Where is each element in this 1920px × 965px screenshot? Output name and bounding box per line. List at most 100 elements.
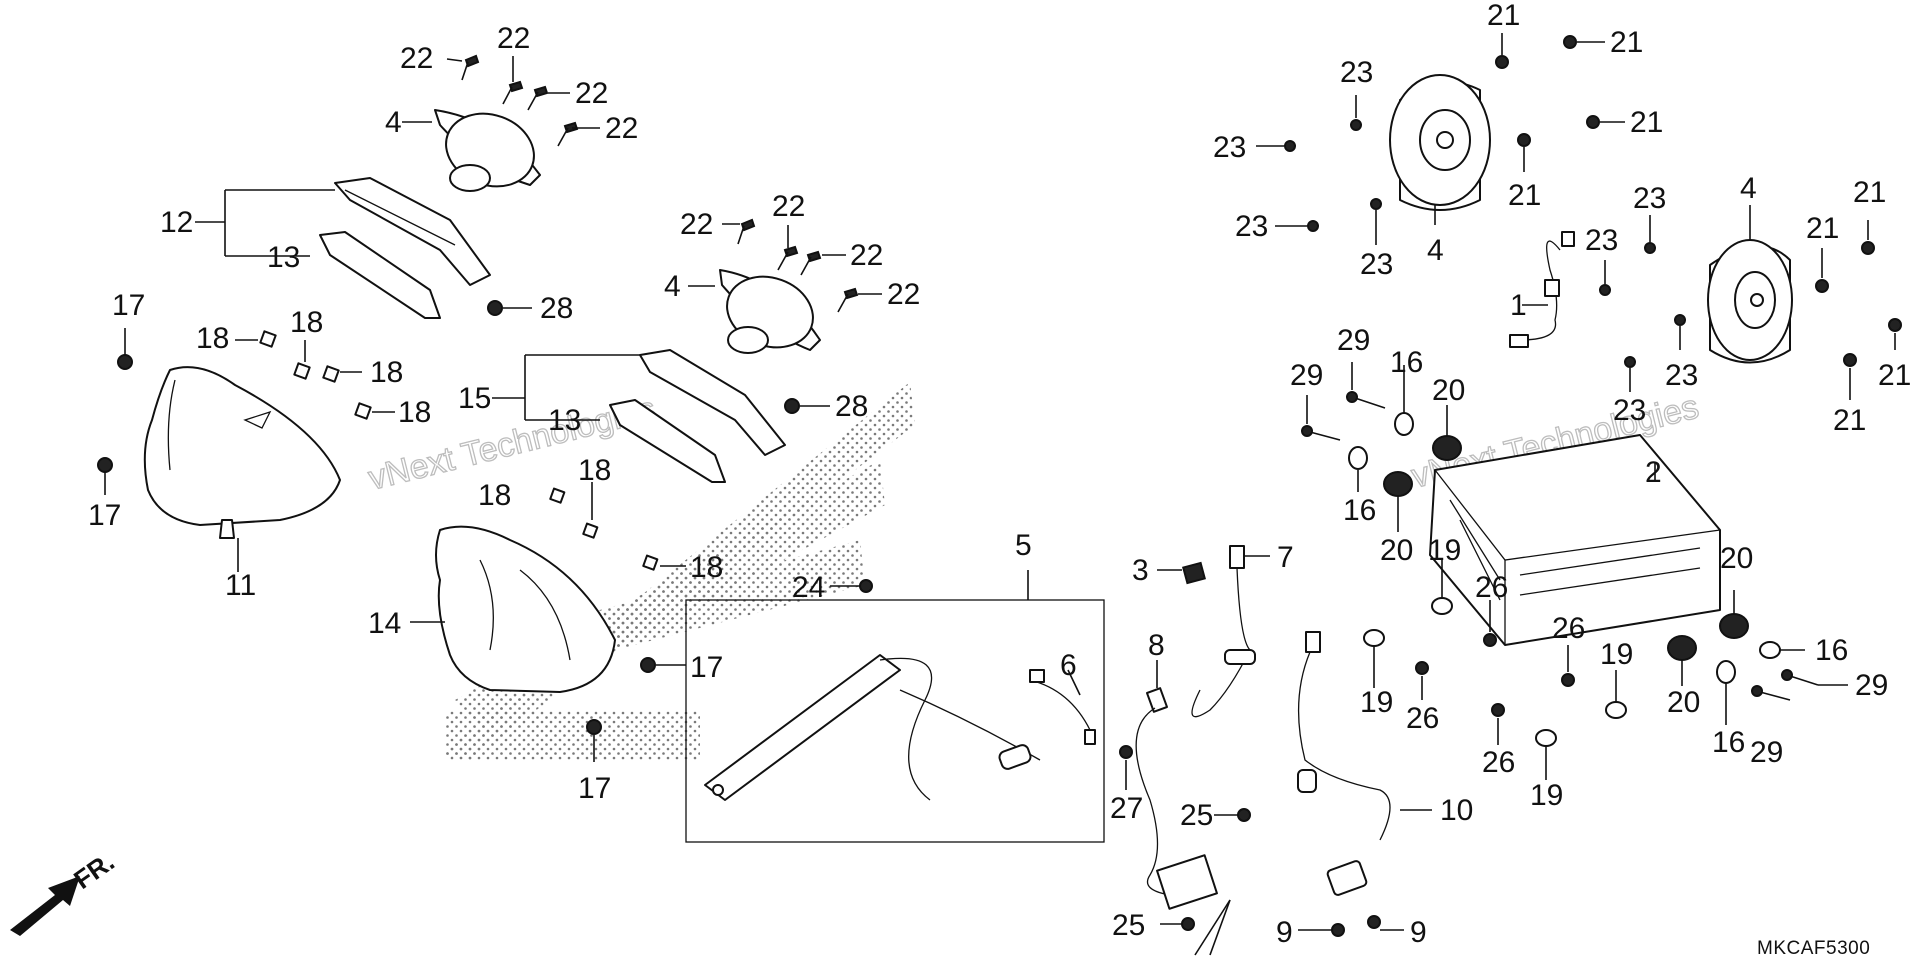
label-15: 15 xyxy=(458,382,491,415)
label-19d: 19 xyxy=(1530,779,1563,812)
label-22b: 22 xyxy=(497,22,530,55)
label-17d: 17 xyxy=(578,772,611,805)
fastener-28-middle xyxy=(784,398,830,414)
bolts-22-middle xyxy=(722,218,882,313)
screws-17-lower xyxy=(586,657,686,762)
label-28a: 28 xyxy=(540,292,573,325)
grommets-23 xyxy=(1256,95,1686,392)
label-17c: 17 xyxy=(690,651,723,684)
label-7: 7 xyxy=(1277,541,1294,574)
label-19a: 19 xyxy=(1428,534,1461,567)
label-22c: 22 xyxy=(575,77,608,110)
label-20d: 20 xyxy=(1667,686,1700,719)
label-20a: 20 xyxy=(1432,374,1465,407)
cover-14 xyxy=(410,525,616,693)
label-23h: 23 xyxy=(1613,394,1646,427)
clips-18-upper xyxy=(235,330,395,420)
label-23g: 23 xyxy=(1665,359,1698,392)
label-18b: 18 xyxy=(290,306,323,339)
label-22e: 22 xyxy=(680,208,713,241)
label-13b: 13 xyxy=(548,404,581,437)
screw-27 xyxy=(1119,745,1133,790)
label-8: 8 xyxy=(1148,629,1165,662)
harness-8 xyxy=(1135,660,1171,896)
label-23a: 23 xyxy=(1340,56,1373,89)
label-26b: 26 xyxy=(1406,702,1439,735)
label-4d: 4 xyxy=(1740,172,1757,205)
label-6: 6 xyxy=(1060,649,1077,682)
label-20b: 20 xyxy=(1380,534,1413,567)
label-22a: 22 xyxy=(400,42,433,75)
label-22f: 22 xyxy=(772,190,805,223)
label-23f: 23 xyxy=(1585,224,1618,257)
diagram-code: MKCAF5300 xyxy=(1757,938,1870,959)
collars-19 xyxy=(1363,560,1627,780)
bolts-29 xyxy=(1301,362,1848,701)
label-14: 14 xyxy=(368,607,401,640)
label-21g: 21 xyxy=(1833,404,1866,437)
label-18f: 18 xyxy=(578,454,611,487)
middle-speaker-4 xyxy=(688,269,821,354)
label-21f: 21 xyxy=(1853,176,1886,209)
label-19b: 19 xyxy=(1360,686,1393,719)
label-22d: 22 xyxy=(605,112,638,145)
label-18d: 18 xyxy=(398,396,431,429)
audio-unit-2 xyxy=(1429,434,1721,646)
nuts-21 xyxy=(1495,33,1902,400)
label-12: 12 xyxy=(160,206,193,239)
label-16c: 16 xyxy=(1815,634,1848,667)
label-29b: 29 xyxy=(1290,359,1323,392)
label-17a: 17 xyxy=(112,289,145,322)
label-22g: 22 xyxy=(850,239,883,272)
label-23d: 23 xyxy=(1360,248,1393,281)
harness-10 xyxy=(1297,631,1432,896)
bolts-22-upper xyxy=(446,54,600,147)
cover-11 xyxy=(143,366,341,572)
harness-1 xyxy=(1509,231,1575,348)
label-27: 27 xyxy=(1110,792,1143,825)
callout-labels: 1 2 3 4 4 4 4 5 6 7 8 9 9 10 11 12 13 13… xyxy=(88,0,1911,949)
label-18g: 18 xyxy=(690,551,723,584)
label-2: 2 xyxy=(1645,456,1662,489)
front-direction-arrow: FR. xyxy=(10,846,120,936)
module-and-screws-9-25 xyxy=(1156,808,1404,956)
nuts-26 xyxy=(1415,600,1575,745)
label-23e: 23 xyxy=(1633,182,1666,215)
label-29c: 29 xyxy=(1855,669,1888,702)
label-18e: 18 xyxy=(478,479,511,512)
screws-17-left xyxy=(97,328,133,495)
label-4b: 4 xyxy=(664,270,681,303)
label-16a: 16 xyxy=(1390,346,1423,379)
label-16b: 16 xyxy=(1343,494,1376,527)
antenna-assembly-group-5 xyxy=(685,570,1105,843)
label-3: 3 xyxy=(1132,554,1149,587)
right-speaker-4-lower xyxy=(1707,205,1793,364)
label-4a: 4 xyxy=(385,106,402,139)
harness-7 xyxy=(1191,545,1270,718)
fastener-28-upper xyxy=(487,300,532,316)
label-25b: 25 xyxy=(1112,909,1145,942)
label-23c: 23 xyxy=(1235,210,1268,243)
clips-18-lower xyxy=(549,482,686,571)
label-25a: 25 xyxy=(1180,799,1213,832)
label-11: 11 xyxy=(225,569,256,602)
upper-speaker-4 xyxy=(402,109,541,192)
label-19c: 19 xyxy=(1600,638,1633,671)
label-9b: 9 xyxy=(1410,916,1427,949)
label-29d: 29 xyxy=(1750,736,1783,769)
label-24: 24 xyxy=(792,571,825,604)
label-21h: 21 xyxy=(1878,359,1911,392)
label-1: 1 xyxy=(1510,289,1527,322)
washers-16 xyxy=(1348,365,1805,725)
label-21b: 21 xyxy=(1610,26,1643,59)
speaker-bracket-12 xyxy=(195,177,491,319)
label-21a: 21 xyxy=(1487,0,1520,32)
label-23b: 23 xyxy=(1213,131,1246,164)
label-26d: 26 xyxy=(1482,746,1515,779)
label-21e: 21 xyxy=(1806,212,1839,245)
label-9a: 9 xyxy=(1276,916,1293,949)
label-26c: 26 xyxy=(1552,612,1585,645)
label-10: 10 xyxy=(1440,794,1473,827)
label-18c: 18 xyxy=(370,356,403,389)
